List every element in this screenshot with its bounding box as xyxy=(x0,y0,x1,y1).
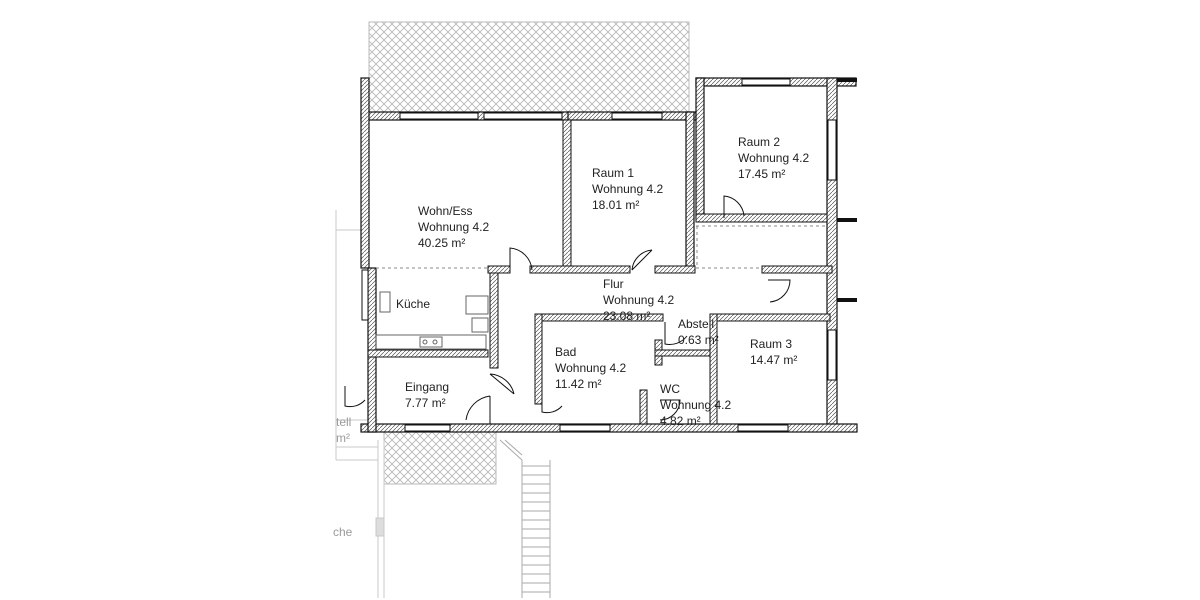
room-abstell-label: Abstell 0.63 m² xyxy=(678,317,719,347)
room-flur-label: Flur Wohnung 4.2 23.08 m² xyxy=(603,277,674,323)
exterior-walls xyxy=(360,77,858,433)
room-area: 40.25 m² xyxy=(418,236,465,250)
room-name: Raum 1 xyxy=(592,166,634,180)
room-name: Raum 3 xyxy=(750,337,792,351)
room-name: Wohn/Ess xyxy=(418,204,472,218)
partition-lines xyxy=(376,225,827,269)
doors xyxy=(344,195,791,424)
room-raum3-label: Raum 3 14.47 m² xyxy=(750,337,797,367)
room-name: Küche xyxy=(396,297,430,311)
room-area: 7.77 m² xyxy=(405,396,446,410)
neighbour-label-1: tell xyxy=(336,415,351,429)
room-area: 17.45 m² xyxy=(738,167,785,181)
room-name: Flur xyxy=(603,277,624,291)
room-name: WC xyxy=(660,382,680,396)
room-raum2-label: Raum 2 Wohnung 4.2 17.45 m² xyxy=(738,135,809,181)
room-name: Eingang xyxy=(405,380,449,394)
room-area: 23.08 m² xyxy=(603,309,650,323)
room-name: Raum 2 xyxy=(738,135,780,149)
room-area: 4.82 m² xyxy=(660,414,701,428)
room-area: 18.01 m² xyxy=(592,198,639,212)
terrace-bottom xyxy=(383,431,497,485)
interior-walls xyxy=(367,119,833,425)
room-unit: Wohnung 4.2 xyxy=(738,151,809,165)
room-area: 14.47 m² xyxy=(750,353,797,367)
kitchen-fittings xyxy=(375,291,489,350)
exterior-staircase xyxy=(499,439,551,598)
room-bad-label: Bad Wohnung 4.2 11.42 m² xyxy=(555,345,626,391)
room-eingang-label: Eingang 7.77 m² xyxy=(405,380,449,410)
room-name: Abstell xyxy=(678,317,714,331)
room-unit: Wohnung 4.2 xyxy=(603,293,674,307)
room-area: 0.63 m² xyxy=(678,333,719,347)
outer-stubs xyxy=(837,78,857,302)
room-unit: Wohnung 4.2 xyxy=(660,398,731,412)
room-wohn-ess-label: Wohn/Ess Wohnung 4.2 40.25 m² xyxy=(418,204,489,250)
room-kueche-label: Küche xyxy=(396,297,430,311)
room-wc-label: WC Wohnung 4.2 4.82 m² xyxy=(660,382,731,428)
room-name: Bad xyxy=(555,345,576,359)
neighbour-label-3: che xyxy=(333,525,353,539)
room-raum1-label: Raum 1 Wohnung 4.2 18.01 m² xyxy=(592,166,663,212)
room-area: 11.42 m² xyxy=(555,377,601,391)
room-unit: Wohnung 4.2 xyxy=(555,361,626,375)
room-unit: Wohnung 4.2 xyxy=(418,220,489,234)
neighbour-label-2: m² xyxy=(336,431,350,445)
balcony-top xyxy=(368,21,690,115)
room-unit: Wohnung 4.2 xyxy=(592,182,663,196)
windows xyxy=(361,78,837,432)
